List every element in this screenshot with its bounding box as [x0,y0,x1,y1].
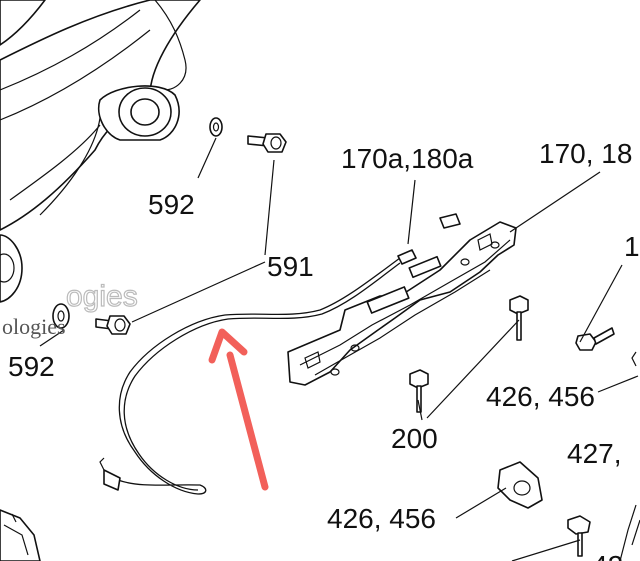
bolt-591-top [247,133,287,153]
label-1-cut: 1 [624,231,640,262]
label-427: 427, [567,438,622,469]
washer-592-top [209,117,223,137]
bolt-right-upper [575,327,615,351]
edge-part-right [619,351,640,561]
label-42-cut: 42 [592,550,623,561]
bolt-591-left [95,315,131,335]
bottom-left-fragment [0,509,41,561]
rail-assembly [287,213,517,386]
red-pointer-arrow [208,328,269,491]
bolt-right-lower [567,515,591,557]
clamp-bracket [497,461,543,509]
frame-arm [0,0,201,303]
label-592-left: 592 [8,351,55,382]
watermark: ogies ologies [2,279,138,339]
label-200: 200 [391,423,438,454]
watermark-text-outline: ogies [66,280,138,313]
label-426-456-bottom: 426, 456 [327,503,436,534]
washer-592-left [52,303,70,329]
screw-200-upper [509,295,529,341]
label-170-180: 170, 18 [539,138,632,169]
cable [99,257,401,495]
watermark-text: ologies [2,314,66,339]
label-426-456-right: 426, 456 [486,381,595,412]
label-592-top: 592 [148,189,195,220]
label-591: 591 [267,251,314,282]
label-170a-180a: 170a,180a [341,143,474,174]
leader-lines [39,137,639,561]
